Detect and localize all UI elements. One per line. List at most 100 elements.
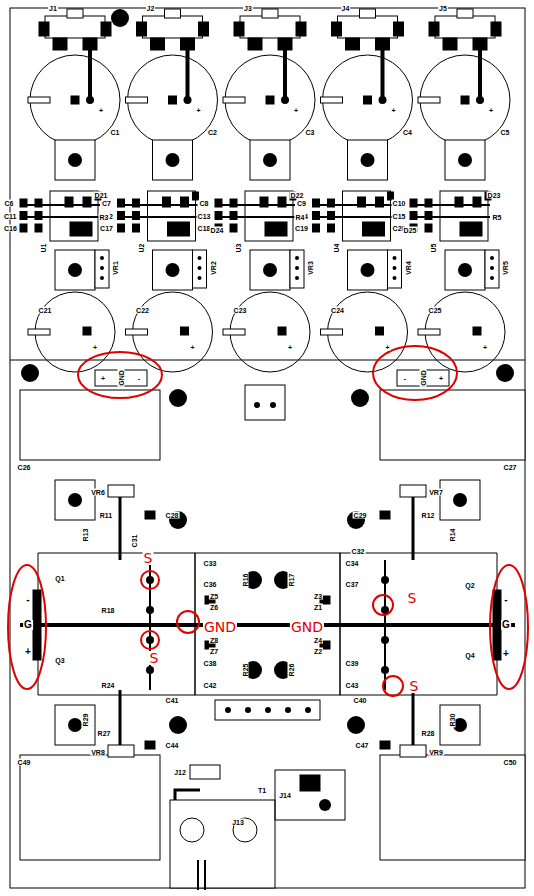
resistor-pad	[55, 705, 95, 745]
smd-pad	[230, 224, 237, 232]
capacitor-pad	[71, 96, 79, 104]
smd-pad	[313, 224, 320, 232]
part-label: U3	[235, 243, 242, 254]
smd-pad	[118, 199, 125, 207]
part-label: U1	[40, 243, 47, 254]
part-label: +	[92, 344, 98, 351]
annotation-text: S	[407, 591, 418, 605]
smd-pad	[328, 224, 335, 232]
part-label: C10	[392, 200, 407, 207]
capacitor-pad	[418, 329, 440, 335]
annotation-circle	[141, 571, 159, 589]
connector-pad	[491, 22, 501, 36]
output-pad	[493, 590, 501, 660]
capacitor-pad	[281, 96, 289, 104]
trimmer-pin	[295, 256, 299, 260]
connector-pad	[443, 38, 457, 50]
copper-trace	[27, 216, 100, 218]
terminal-outline	[95, 370, 147, 386]
part-label: C1	[110, 129, 121, 136]
connector-pad	[39, 22, 49, 36]
trimmer-outline	[485, 250, 499, 288]
trimmer-outline	[193, 250, 207, 288]
part-label: +	[293, 107, 299, 114]
part-label: R30	[449, 713, 456, 728]
header-pin	[245, 707, 251, 713]
copper-trace	[283, 44, 287, 100]
jack-hole	[180, 818, 204, 842]
trimmer-pin	[490, 266, 494, 270]
part-label: C26	[17, 464, 32, 471]
smd-pad	[20, 199, 27, 207]
capacitor-pad	[278, 327, 286, 335]
part-label: C28	[165, 512, 180, 519]
part-label: J13	[231, 819, 245, 826]
connector-pad	[332, 22, 342, 36]
part-label: Z4	[313, 637, 323, 644]
connector-pad	[151, 38, 165, 50]
smd-pad	[133, 224, 140, 232]
part-label: VR4	[404, 260, 411, 276]
part-label: C13	[197, 212, 212, 219]
connector-pad	[137, 22, 147, 36]
capacitor-pad	[473, 327, 481, 335]
copper-trace	[381, 44, 385, 100]
part-label: D22	[290, 192, 305, 199]
annotation-ellipse	[78, 352, 162, 398]
part-label: J2	[146, 5, 156, 12]
capacitor-pad	[169, 96, 177, 104]
part-label: J14	[278, 792, 292, 799]
mounting-hole	[169, 716, 187, 734]
copper-trace	[88, 44, 92, 100]
part-label: D21	[94, 192, 109, 199]
part-label: J5	[438, 5, 448, 12]
part-label: VR5	[502, 260, 509, 276]
connector-tab	[457, 9, 473, 18]
part-label: R26	[288, 663, 295, 678]
pin-name: +	[502, 649, 510, 659]
annotation-circle	[383, 676, 403, 696]
part-label: +	[98, 107, 104, 114]
smd-pad	[425, 212, 432, 220]
mounting-hole	[351, 389, 369, 407]
regulator-pad	[83, 197, 91, 207]
heatsink-outline	[380, 390, 525, 460]
part-label: R17	[288, 573, 295, 588]
mounting-hole	[68, 263, 82, 277]
part-label: C8	[199, 200, 210, 207]
part-label: T1	[257, 787, 267, 794]
regulator-pin	[319, 799, 331, 811]
connector-pad	[101, 22, 111, 36]
regulator-tab	[265, 222, 287, 236]
regulator-pad	[163, 197, 171, 207]
part-label: C49	[17, 759, 32, 766]
capacitor-pad	[126, 329, 148, 335]
smd-pad	[313, 212, 320, 220]
trimmer-outline	[388, 250, 402, 288]
part-label: C19	[294, 225, 309, 232]
copper-trace	[412, 490, 415, 560]
annotation-text: S	[143, 551, 154, 565]
part-label: Z8	[209, 637, 219, 644]
regulator-outline	[275, 770, 345, 820]
capacitor-pad	[223, 97, 245, 103]
capacitor-pad	[376, 327, 384, 335]
capacitor-pad	[126, 97, 148, 103]
annotation-ellipse	[490, 565, 528, 689]
part-label: GND	[118, 369, 125, 387]
pin-name: G	[23, 620, 33, 630]
heatsink-pad	[250, 140, 290, 180]
trimmer-pin	[100, 256, 104, 260]
mounting-hole	[496, 364, 514, 382]
mounting-hole	[458, 263, 472, 277]
smd-pad	[118, 224, 125, 232]
part-label: C21	[38, 307, 53, 314]
trimmer-pin	[490, 276, 494, 280]
copper-trace	[20, 623, 515, 627]
annotation-circle	[141, 631, 159, 649]
part-label: C9	[296, 200, 307, 207]
capacitor-pad	[28, 329, 50, 335]
trimmer-pin	[490, 256, 494, 260]
capacitor-pad	[379, 96, 387, 104]
pin-name: +	[24, 647, 32, 657]
